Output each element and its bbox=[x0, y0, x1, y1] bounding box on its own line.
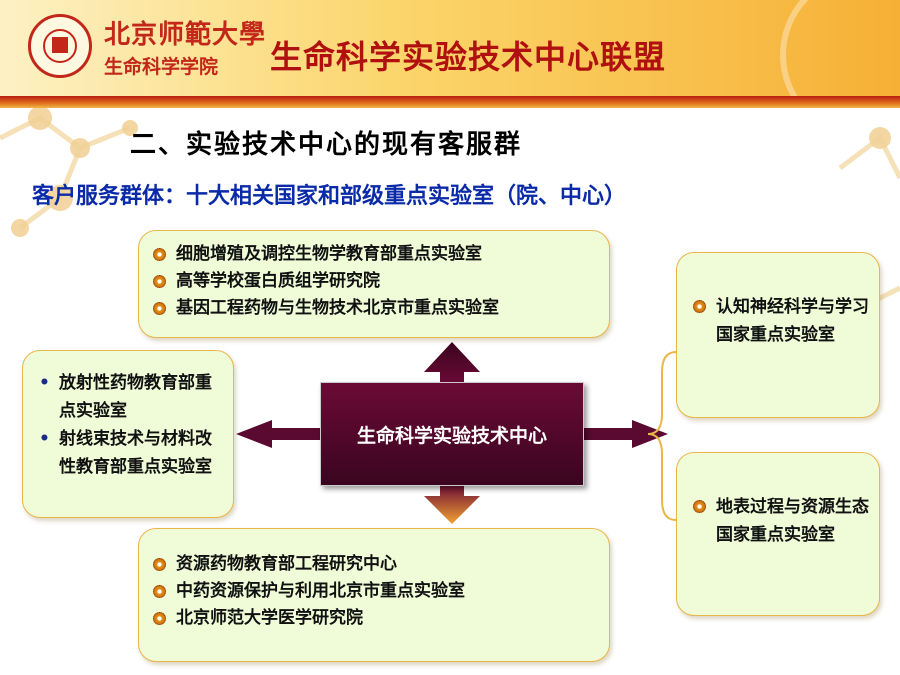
university-seal-logo bbox=[28, 14, 92, 78]
top-lab-box: 细胞增殖及调控生物学教育部重点实验室 高等学校蛋白质组学研究院 基因工程药物与生… bbox=[138, 230, 610, 338]
list-item: 地表过程与资源生态国家重点实验室 bbox=[693, 493, 869, 549]
seal-inner-ring bbox=[43, 29, 77, 63]
gear-bullet-icon bbox=[153, 275, 166, 288]
left-lab-box: •放射性药物教育部重点实验室 •射线束技术与材料改性教育部重点实验室 bbox=[22, 350, 234, 518]
right-lab-box-2: 地表过程与资源生态国家重点实验室 bbox=[676, 452, 880, 616]
center-hub-label: 生命科学实验技术中心 bbox=[356, 424, 547, 447]
list-item: •射线束技术与材料改性教育部重点实验室 bbox=[39, 425, 223, 481]
right-lab-box-1: 认知神经科学与学习国家重点实验室 bbox=[676, 252, 880, 418]
list-item: 认知神经科学与学习国家重点实验室 bbox=[693, 293, 869, 349]
gear-bullet-icon bbox=[153, 248, 166, 261]
gear-bullet-icon bbox=[153, 612, 166, 625]
dot-bullet-icon: • bbox=[39, 373, 50, 393]
list-item: 北京师范大学医学研究院 bbox=[153, 605, 595, 632]
seal-gate-emblem bbox=[52, 37, 68, 53]
gear-bullet-icon bbox=[693, 300, 706, 313]
dot-bullet-icon: • bbox=[39, 429, 50, 449]
list-item: 基因工程药物与生物技术北京市重点实验室 bbox=[153, 295, 595, 322]
list-item: •放射性药物教育部重点实验室 bbox=[39, 369, 223, 425]
list-item: 高等学校蛋白质组学研究院 bbox=[153, 268, 595, 295]
list-item: 资源药物教育部工程研究中心 bbox=[153, 551, 595, 578]
slide-header-title: 生命科学实验技术中心联盟 bbox=[270, 38, 667, 76]
list-item: 细胞增殖及调控生物学教育部重点实验室 bbox=[153, 241, 595, 268]
list-item: 中药资源保护与利用北京市重点实验室 bbox=[153, 578, 595, 605]
header-bar: 北京师範大學 生命科学学院 生命科学实验技术中心联盟 bbox=[0, 0, 900, 96]
center-hub-box: 生命科学实验技术中心 bbox=[320, 382, 584, 486]
header-divider-band bbox=[0, 96, 900, 108]
slide-subtitle: 客户服务群体：十大相关国家和部级重点实验室（院、中心） bbox=[32, 184, 627, 209]
college-name: 生命科学学院 bbox=[104, 56, 219, 78]
bottom-lab-box: 资源药物教育部工程研究中心 中药资源保护与利用北京市重点实验室 北京师范大学医学… bbox=[138, 528, 610, 662]
gear-bullet-icon bbox=[153, 302, 166, 315]
school-name: 北京师範大學 bbox=[104, 20, 267, 50]
gear-bullet-icon bbox=[693, 500, 706, 513]
section-title: 二、实验技术中心的现有客服群 bbox=[130, 130, 523, 160]
university-watermark bbox=[780, 0, 900, 96]
gear-bullet-icon bbox=[153, 585, 166, 598]
gear-bullet-icon bbox=[153, 558, 166, 571]
